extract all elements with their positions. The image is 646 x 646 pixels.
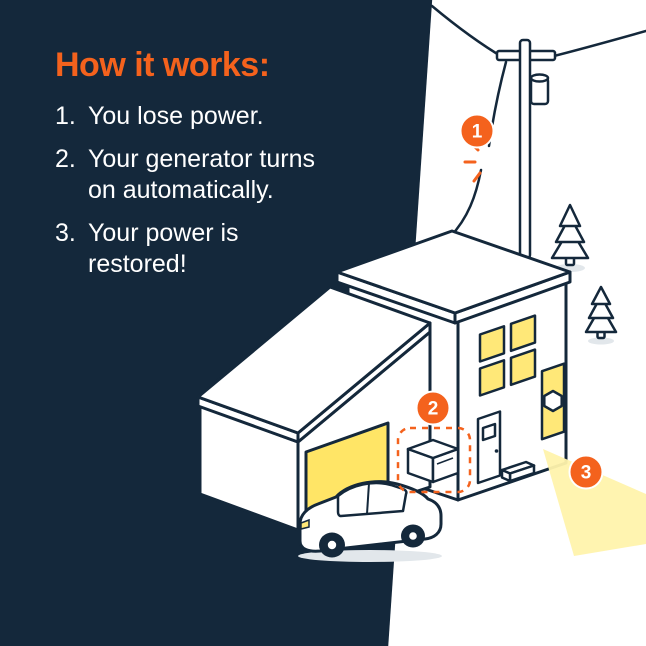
step-2-number: 2. <box>55 144 76 173</box>
light-beam <box>543 449 646 556</box>
car-windows <box>336 481 408 518</box>
utility-pole <box>495 38 557 260</box>
transformer-cap <box>529 73 550 83</box>
marker-3-label: 3 <box>581 463 592 484</box>
page-title: How it works: <box>55 46 270 84</box>
how-it-works-panel: How it works: 1. You lose power. 2. Your… <box>55 46 339 292</box>
roof-top <box>335 229 572 315</box>
generator <box>396 426 472 494</box>
door-knob <box>494 449 499 453</box>
car-window-divider <box>366 482 370 515</box>
step-3-text: Your power is restored! <box>88 218 239 279</box>
step-2-text: Your generator turns on automatically. <box>88 144 316 205</box>
marker-3-badge: 3 <box>568 454 604 490</box>
car-headlight <box>300 518 310 530</box>
marker-2-label: 2 <box>428 399 439 420</box>
step-1-number: 1. <box>55 102 76 130</box>
pine-tree-1 <box>550 203 590 272</box>
marker-1-badge: 1 <box>459 113 495 149</box>
power-line-right <box>548 29 646 59</box>
step-2: 2. Your generator turns on automatically… <box>55 144 339 207</box>
car <box>298 480 443 562</box>
step-1-text: You lose power. <box>88 102 264 130</box>
generator-vent <box>436 457 454 465</box>
pole-post <box>518 38 532 260</box>
step-3-number: 3. <box>55 218 76 247</box>
step-3: 3. Your power is restored! <box>55 218 339 281</box>
door-window <box>481 422 497 442</box>
pine-tree-2 <box>584 285 618 345</box>
generator-highlight-box <box>396 426 472 494</box>
lit-windows <box>478 314 566 441</box>
front-door <box>476 410 502 485</box>
door-step <box>500 460 536 483</box>
marker-1-label: 1 <box>472 122 483 143</box>
power-line-left <box>430 4 506 60</box>
generator-top <box>406 438 460 460</box>
step-1: 1. You lose power. <box>55 101 339 133</box>
garage-roof-top <box>196 285 432 435</box>
marker-2-badge: 2 <box>415 390 451 426</box>
hexagon-decor-icon <box>543 389 563 413</box>
garage <box>196 285 432 538</box>
